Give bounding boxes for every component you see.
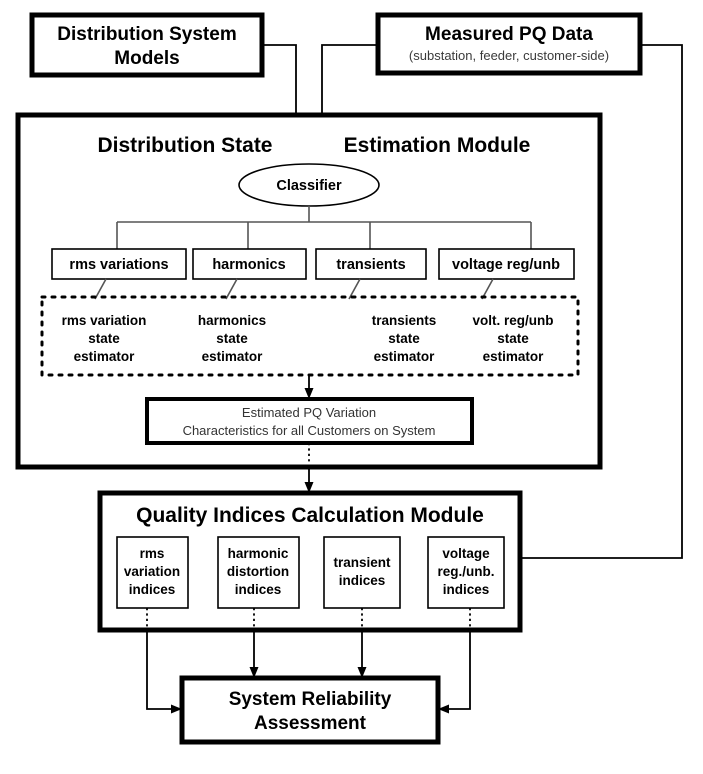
measured-pq-data-frame <box>375 12 643 76</box>
link-category-2-to-estimator <box>225 278 238 300</box>
category-label-4: voltage reg/unb <box>452 257 560 273</box>
category-box-voltage-reg-unb[interactable]: voltage reg/unb <box>438 248 575 280</box>
index-2-line1: harmonic <box>228 546 289 561</box>
estimator-rms-variation[interactable]: rms variation state estimator <box>62 313 147 364</box>
estimator-1-line2: state <box>88 331 120 346</box>
estimator-3-line2: state <box>388 331 420 346</box>
category-frame-1 <box>51 248 187 280</box>
link-category-3-to-estimator <box>348 278 361 300</box>
index-box-voltage-reg-unb[interactable]: voltage reg./unb. indices <box>427 536 505 609</box>
arrow-estimators-to-output <box>304 388 314 399</box>
estimator-transients[interactable]: transients state estimator <box>372 313 437 364</box>
estimator-2-line3: estimator <box>202 349 264 364</box>
index-frame-3 <box>323 536 401 609</box>
link-index-4-to-assessment <box>445 630 471 710</box>
index-4-line2: reg./unb. <box>438 564 495 579</box>
index-3-line2: indices <box>339 573 386 588</box>
link-category-1-to-estimator <box>94 278 107 300</box>
index-4-line3: indices <box>443 582 490 597</box>
index-frame-2 <box>217 536 300 609</box>
arrow-index-3-to-assessment <box>357 667 367 678</box>
link-models-to-classifier <box>262 44 297 115</box>
measured-pq-data-line2: (substation, feeder, customer-side) <box>409 48 609 63</box>
estimated-pq-line2: Characteristics for all Customers on Sys… <box>183 423 436 438</box>
index-1-line3: indices <box>129 582 176 597</box>
qi-module-title: Quality Indices Calculation Module <box>136 504 484 527</box>
category-label-3: transients <box>336 257 405 273</box>
category-label-2: harmonics <box>212 257 285 273</box>
system-reliability-assessment-box[interactable]: System Reliability Assessment <box>179 675 441 745</box>
measured-pq-data-box[interactable]: Measured PQ Data (substation, feeder, cu… <box>375 12 643 76</box>
dse-module-title-part1: Distribution State <box>97 134 272 157</box>
estimator-harmonics[interactable]: harmonics state estimator <box>198 313 266 364</box>
category-frame-2 <box>192 248 307 280</box>
index-3-line1: transient <box>333 555 391 570</box>
arrow-index-1-to-assessment <box>171 704 182 714</box>
estimator-1-line3: estimator <box>74 349 136 364</box>
index-4-line1: voltage <box>442 546 490 561</box>
estimator-4-line1: volt. reg/unb <box>473 313 554 328</box>
category-frame-4 <box>438 248 575 280</box>
link-pq-to-classifier <box>321 44 378 115</box>
category-box-transients[interactable]: transients <box>315 248 427 280</box>
system-reliability-assessment-frame <box>179 675 441 745</box>
index-2-line2: distortion <box>227 564 289 579</box>
arrow-output-to-qi <box>304 482 314 493</box>
arrow-index-2-to-assessment <box>249 667 259 678</box>
estimated-pq-line1: Estimated PQ Variation <box>242 405 376 420</box>
index-2-line3: indices <box>235 582 282 597</box>
assessment-line2: Assessment <box>254 713 367 734</box>
classifier-node[interactable]: Classifier <box>238 163 380 207</box>
category-box-rms-variations[interactable]: rms variations <box>51 248 187 280</box>
index-1-line1: rms <box>140 546 165 561</box>
category-frame-3 <box>315 248 427 280</box>
index-1-line2: variation <box>124 564 180 579</box>
category-box-harmonics[interactable]: harmonics <box>192 248 307 280</box>
estimator-2-line2: state <box>216 331 248 346</box>
link-pq-to-quality-indices <box>508 44 683 559</box>
distribution-system-models-frame <box>29 12 265 78</box>
estimator-4-line2: state <box>497 331 529 346</box>
link-index-1-to-assessment <box>146 630 175 710</box>
index-box-rms-variation[interactable]: rms variation indices <box>116 536 189 609</box>
assessment-line1: System Reliability <box>229 689 392 710</box>
category-label-1: rms variations <box>69 257 168 273</box>
estimator-2-line1: harmonics <box>198 313 266 328</box>
classifier-label: Classifier <box>276 178 342 194</box>
index-box-harmonic-distortion[interactable]: harmonic distortion indices <box>217 536 300 609</box>
estimator-3-line1: transients <box>372 313 437 328</box>
index-frame-1 <box>116 536 189 609</box>
index-frame-4 <box>427 536 505 609</box>
distribution-system-models-box[interactable]: Distribution System Models <box>29 12 265 78</box>
distribution-system-models-line1: Distribution System <box>57 24 236 45</box>
dse-module-title-part2: Estimation Module <box>344 134 531 157</box>
arrow-index-4-to-assessment <box>438 704 449 714</box>
estimator-volt-reg-unb[interactable]: volt. reg/unb state estimator <box>473 313 554 364</box>
estimated-pq-variation-frame <box>145 397 474 445</box>
estimator-band-frame <box>40 295 580 377</box>
distribution-system-models-line2: Models <box>114 48 179 69</box>
measured-pq-data-line1: Measured PQ Data <box>425 24 593 45</box>
estimated-pq-variation-box[interactable]: Estimated PQ Variation Characteristics f… <box>145 397 474 445</box>
estimator-1-line1: rms variation <box>62 313 147 328</box>
index-box-transient[interactable]: transient indices <box>323 536 401 609</box>
estimator-4-line3: estimator <box>483 349 545 364</box>
estimator-3-line3: estimator <box>374 349 436 364</box>
